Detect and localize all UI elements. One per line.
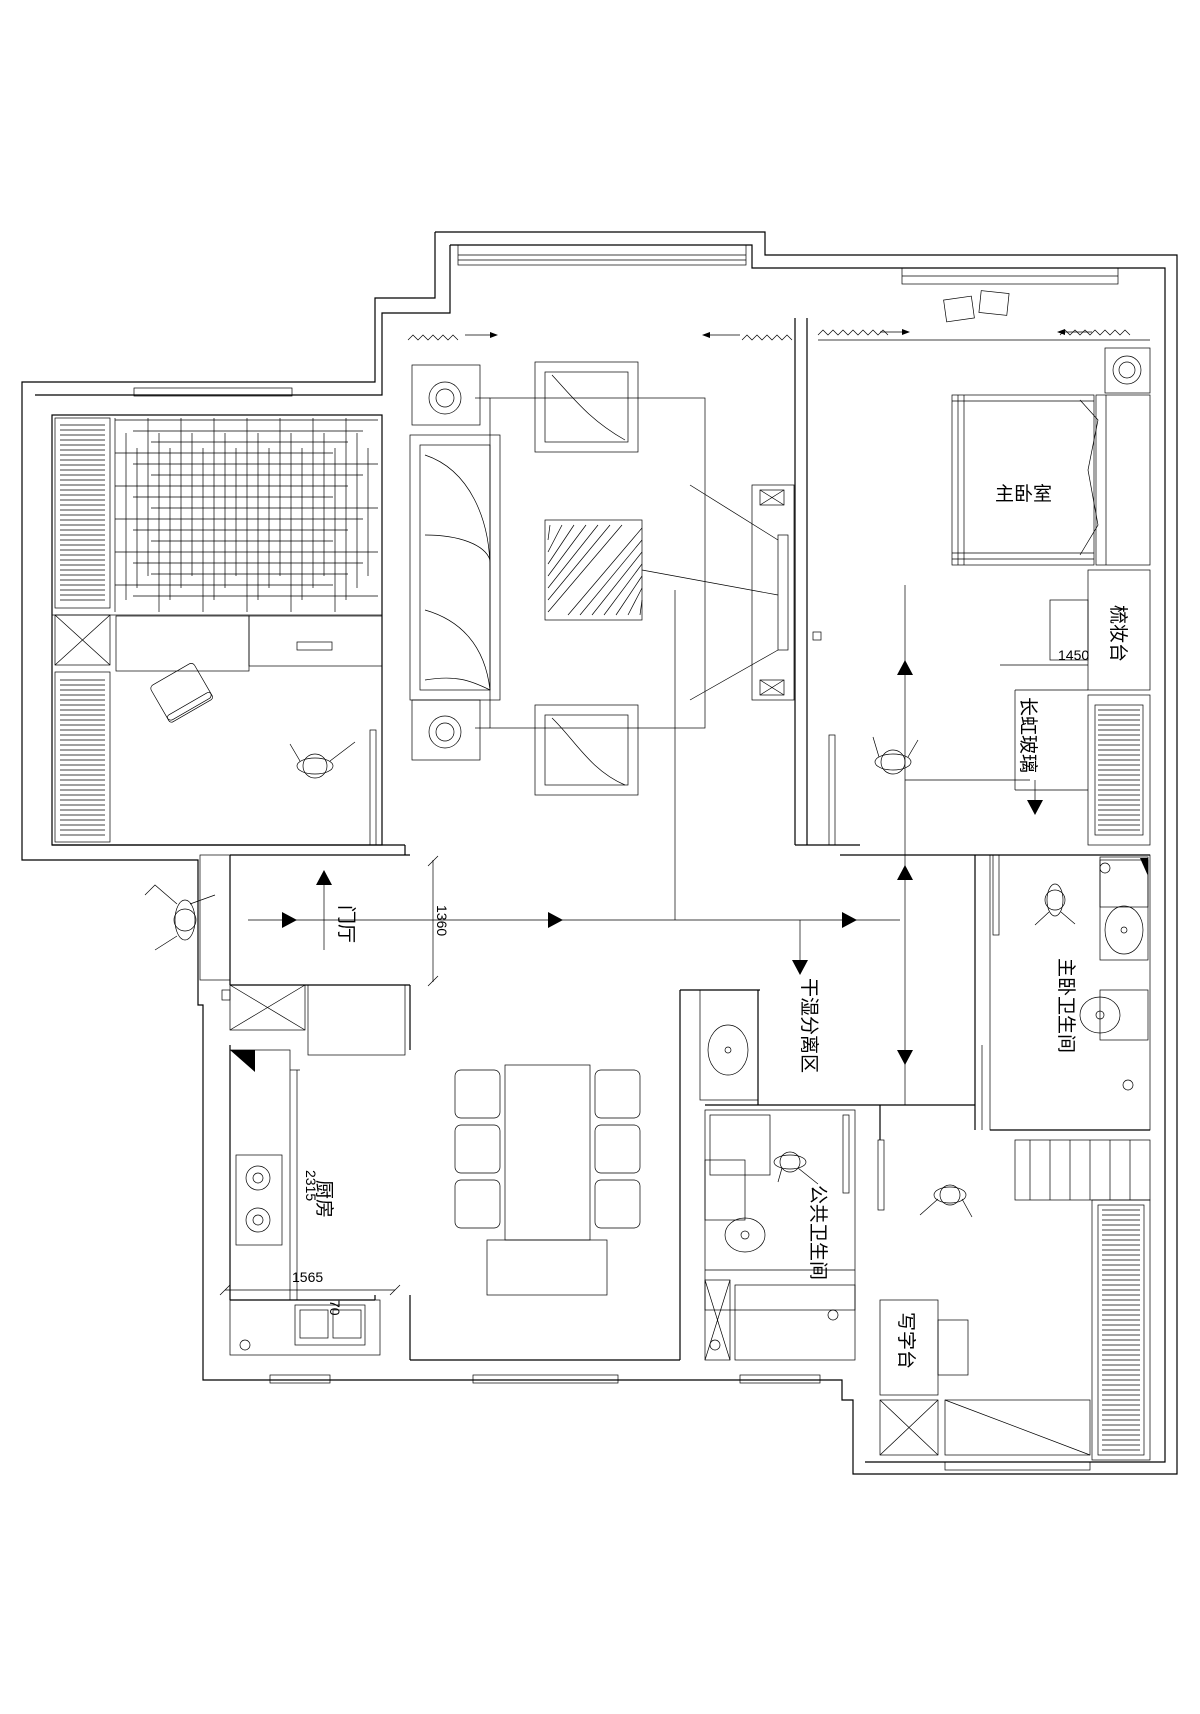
- master-bedroom: [817, 290, 1151, 1105]
- entrance: [144, 854, 900, 987]
- label-vanity: 梳妆台: [1107, 605, 1129, 662]
- bed-second: [944, 1399, 1091, 1456]
- wardrobe-second: [1091, 1199, 1151, 1461]
- dim-kitchen-width: 1565: [292, 1269, 323, 1285]
- toilet-icon: [1099, 989, 1149, 1041]
- dining-table: [504, 1064, 591, 1241]
- pillow-icon: [943, 295, 975, 323]
- door-leaf: [369, 729, 377, 846]
- label-desk: 写字台: [895, 1312, 917, 1369]
- dining-chair: [454, 1124, 501, 1174]
- tv-cabinet: [751, 484, 795, 701]
- dining-chair: [594, 1179, 641, 1229]
- shower-tray: [709, 1114, 771, 1176]
- person-icon: [872, 736, 919, 775]
- label-entrance: 门厅: [335, 905, 357, 943]
- label-dry-wet-zone: 干湿分离区: [798, 978, 820, 1073]
- dining: [454, 1064, 641, 1296]
- dim-vanity-width: 1450: [1058, 647, 1089, 663]
- dim-kitchen-length: 2315: [303, 1170, 319, 1201]
- label-master-bathroom: 主卧卫生间: [1055, 958, 1077, 1053]
- shower-icon: [827, 1309, 839, 1321]
- person-icon: [1034, 883, 1076, 926]
- person-icon: [289, 741, 356, 779]
- sink-icon: [294, 1304, 366, 1346]
- shelf: [1014, 1139, 1151, 1201]
- door-leaf: [877, 1139, 885, 1211]
- sink-icon: [1104, 905, 1144, 955]
- shower-icon: [1122, 1079, 1134, 1091]
- pillow-icon: [978, 290, 1010, 316]
- wardrobe-upper: [54, 417, 111, 609]
- stove-icon: [235, 1154, 283, 1246]
- dimension-labels: 1450 1360 2315 1565 70: [292, 647, 1089, 1316]
- chair: [150, 663, 213, 723]
- label-public-bathroom: 公共卫生间: [807, 1185, 829, 1280]
- curtain-left: [407, 334, 459, 341]
- side-table-bottom: [411, 699, 481, 761]
- label-kitchen: 厨房: [313, 1180, 335, 1218]
- dining-chair: [594, 1069, 641, 1119]
- label-changhong-glass: 长虹玻璃: [1017, 697, 1039, 773]
- wardrobe-lower: [54, 671, 111, 843]
- cabinet: [307, 984, 406, 1056]
- dining-chair: [454, 1069, 501, 1119]
- sink-icon: [707, 1024, 749, 1076]
- cabinet-cross: [879, 1399, 939, 1456]
- wardrobe-bedroom: [1087, 694, 1151, 846]
- master-bathroom: [981, 854, 1151, 1131]
- nightstand: [1104, 347, 1151, 394]
- public-bathroom: [699, 989, 856, 1361]
- dining-chair: [454, 1179, 501, 1229]
- vanity-public: [699, 989, 759, 1101]
- dim-kitchen-offset: 70: [327, 1300, 343, 1316]
- chair: [937, 1319, 969, 1376]
- sideboard: [486, 1239, 608, 1296]
- tv: [777, 534, 789, 651]
- kitchen-counter: [229, 1049, 291, 1301]
- rug: [489, 397, 706, 729]
- cabinet-cross: [704, 1279, 731, 1361]
- fridge: [229, 984, 306, 1031]
- armchair-top: [534, 361, 639, 453]
- curtain-bedroom: [817, 329, 889, 336]
- kitchen: [219, 984, 821, 1384]
- sink-counter: [1099, 856, 1149, 908]
- person-icon: [144, 884, 216, 951]
- dim-entrance-width: 1360: [434, 905, 450, 936]
- toilet-icon: [704, 1159, 746, 1221]
- person-icon: [773, 1151, 819, 1185]
- dining-chair: [594, 1124, 641, 1174]
- coffee-table: [544, 519, 643, 621]
- door-leaf: [842, 1114, 850, 1194]
- second-bedroom: [877, 1139, 1151, 1471]
- room-labels: 主卧室 梳妆台 长虹玻璃 门厅 主卧卫生间 干湿分离区 厨房 公共卫生间 写字台: [313, 483, 1129, 1369]
- armchair-bottom: [534, 704, 639, 796]
- tatami-grid: [51, 414, 383, 616]
- living-room: [407, 332, 822, 920]
- door-leaf: [992, 854, 1000, 936]
- label-master-bedroom: 主卧室: [995, 483, 1052, 505]
- wardrobe-cross: [54, 614, 111, 666]
- sink-counter: [229, 1299, 381, 1356]
- left-room: [51, 414, 405, 846]
- desk: [115, 615, 250, 672]
- sofa: [409, 434, 501, 701]
- bed: [951, 394, 1151, 566]
- person-icon: [919, 1184, 973, 1218]
- curtain-right: [741, 334, 793, 341]
- side-table-top: [411, 364, 481, 426]
- exterior-walls: [21, 231, 1178, 1475]
- door-leaf: [828, 734, 836, 846]
